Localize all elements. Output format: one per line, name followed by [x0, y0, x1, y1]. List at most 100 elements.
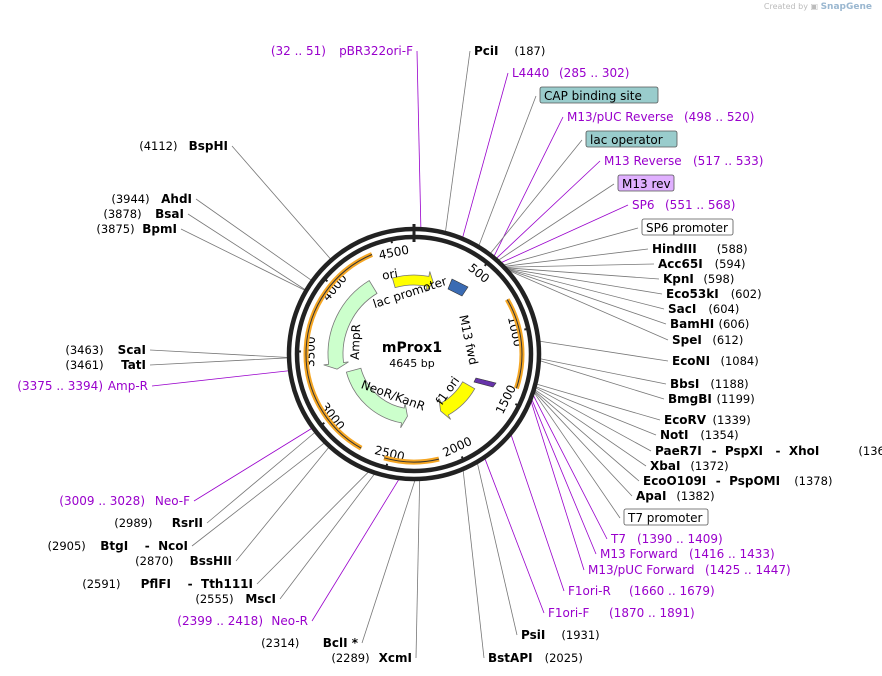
enzyme-name: Eco53kI: [666, 287, 719, 301]
site-label: EcoO109I- PspOMI(1378): [643, 474, 832, 488]
site-label: SacI(604): [668, 302, 739, 316]
enzyme-position: (3878): [103, 207, 141, 221]
enzyme-position: (3944): [111, 192, 149, 206]
feature-box: [623, 508, 709, 526]
enzyme-position: (4112): [139, 139, 177, 153]
site-label: L4440(285 .. 302): [512, 66, 629, 80]
feature-box: [641, 218, 734, 236]
enzyme-position: (598): [703, 272, 734, 286]
feature-arrow-f1-ori: [438, 381, 476, 420]
site-labels: PciI(187)L4440(285 .. 302)CAP binding si…: [17, 44, 882, 665]
primer-range: (3009 .. 3028): [59, 494, 145, 508]
enzyme-position: (3875): [96, 222, 134, 236]
enzyme-name: Acc65I: [658, 257, 703, 271]
enzyme-name: BbsI: [670, 377, 699, 391]
leader-line: [444, 50, 471, 234]
primer-name: Neo-R: [271, 614, 308, 628]
primer-range: (1660 .. 1679): [629, 584, 715, 598]
enzyme-position: (2025): [545, 651, 583, 665]
leader-line: [416, 50, 422, 230]
leader-line: [503, 263, 655, 268]
leader-line: [533, 389, 640, 482]
enzyme-position: (594): [715, 257, 746, 271]
primer-name: Amp-R: [108, 379, 148, 393]
leader-line: [279, 472, 376, 600]
leader-line: [532, 391, 621, 519]
site-label: KpnI(598): [663, 272, 734, 286]
site-label: F1ori-F(1870 .. 1891): [548, 606, 695, 620]
enzyme-position: (602): [731, 287, 762, 301]
primer-range: (1390 .. 1409): [637, 532, 723, 546]
enzyme-name: BtgI: [100, 539, 128, 553]
leader-line: [311, 477, 400, 622]
enzyme-position: (2555): [195, 592, 233, 606]
plasmid-size: 4645 bp: [389, 357, 434, 370]
leader-line: [538, 358, 667, 385]
feature-label: M13 fwd: [456, 314, 480, 367]
enzyme-position: (2870): [135, 554, 173, 568]
leader-line: [235, 446, 331, 562]
site-label: BsaI(3878): [103, 207, 184, 221]
leader-line: [149, 357, 290, 366]
leader-lines: [149, 50, 669, 659]
feature-arrow-neor-kanr: [345, 367, 408, 429]
feature-arrow-ampr: [323, 280, 378, 370]
tick-mark: [390, 238, 393, 244]
site-label: BclI *(2314): [261, 636, 359, 650]
leader-line: [530, 397, 597, 555]
enzyme-position: (1084): [721, 354, 759, 368]
enzyme-name: ApaI: [636, 489, 666, 503]
enzyme-name: SacI: [668, 302, 696, 316]
leader-line: [187, 213, 307, 291]
primer-name: F1ori-R: [568, 584, 611, 598]
primer-name: M13/pUC Reverse: [567, 110, 674, 124]
site-label: RsrII(2989): [114, 516, 203, 530]
leader-line: [476, 461, 518, 636]
enzyme-name: AhdI: [161, 192, 192, 206]
site-label: XcmI(2289): [331, 651, 412, 665]
credit-prefix: Created by: [763, 2, 808, 11]
orange-orf-arcs: [303, 252, 525, 465]
primer-name: M13 Reverse: [604, 154, 682, 168]
enzyme-name: EcoNI: [672, 354, 710, 368]
enzyme-position: (606): [719, 317, 750, 331]
leader-line: [504, 267, 660, 280]
primer-range: (1870 .. 1891): [609, 606, 695, 620]
primer-name: M13/pUC Forward: [588, 563, 695, 577]
enzyme-position: (1378): [794, 474, 832, 488]
feature-box-label: M13 rev: [622, 177, 671, 191]
enzyme-extra: - NcoI: [145, 539, 188, 553]
tick-mark: [319, 421, 325, 427]
leader-line: [191, 441, 326, 547]
site-label: CAP binding site: [539, 86, 659, 104]
enzyme-name: XbaI: [650, 459, 680, 473]
enzyme-name: BamHI: [670, 317, 714, 331]
site-label: M13/pUC Reverse(498 .. 520): [567, 110, 754, 124]
site-label: T7 promoter: [623, 508, 709, 526]
leader-line: [149, 349, 290, 358]
enzyme-position: (612): [712, 333, 743, 347]
enzyme-name: PciI: [474, 44, 499, 58]
leader-line: [151, 370, 291, 387]
tick-label: 4500: [377, 243, 410, 263]
site-label: Neo-F(3009 .. 3028): [59, 494, 190, 508]
enzyme-position: (3461): [65, 358, 103, 372]
feature-arrow-ori: [391, 271, 434, 293]
snapgene-logo-icon: ▣: [810, 2, 819, 11]
leader-line: [538, 340, 669, 362]
tick-mark: [483, 261, 489, 267]
leader-line: [489, 139, 583, 255]
leader-line: [206, 431, 317, 524]
site-label: BssHII(2870): [135, 554, 232, 568]
tick-mark: [524, 327, 530, 331]
enzyme-name: BstAPI: [488, 651, 533, 665]
site-label: M13 rev: [617, 174, 675, 192]
site-label: SP6 promoter: [641, 218, 734, 236]
tick-mark: [460, 455, 465, 462]
enzyme-name: TatI: [121, 358, 146, 372]
site-label: SpeI(612): [672, 333, 743, 347]
enzyme-position: (1931): [561, 628, 599, 642]
